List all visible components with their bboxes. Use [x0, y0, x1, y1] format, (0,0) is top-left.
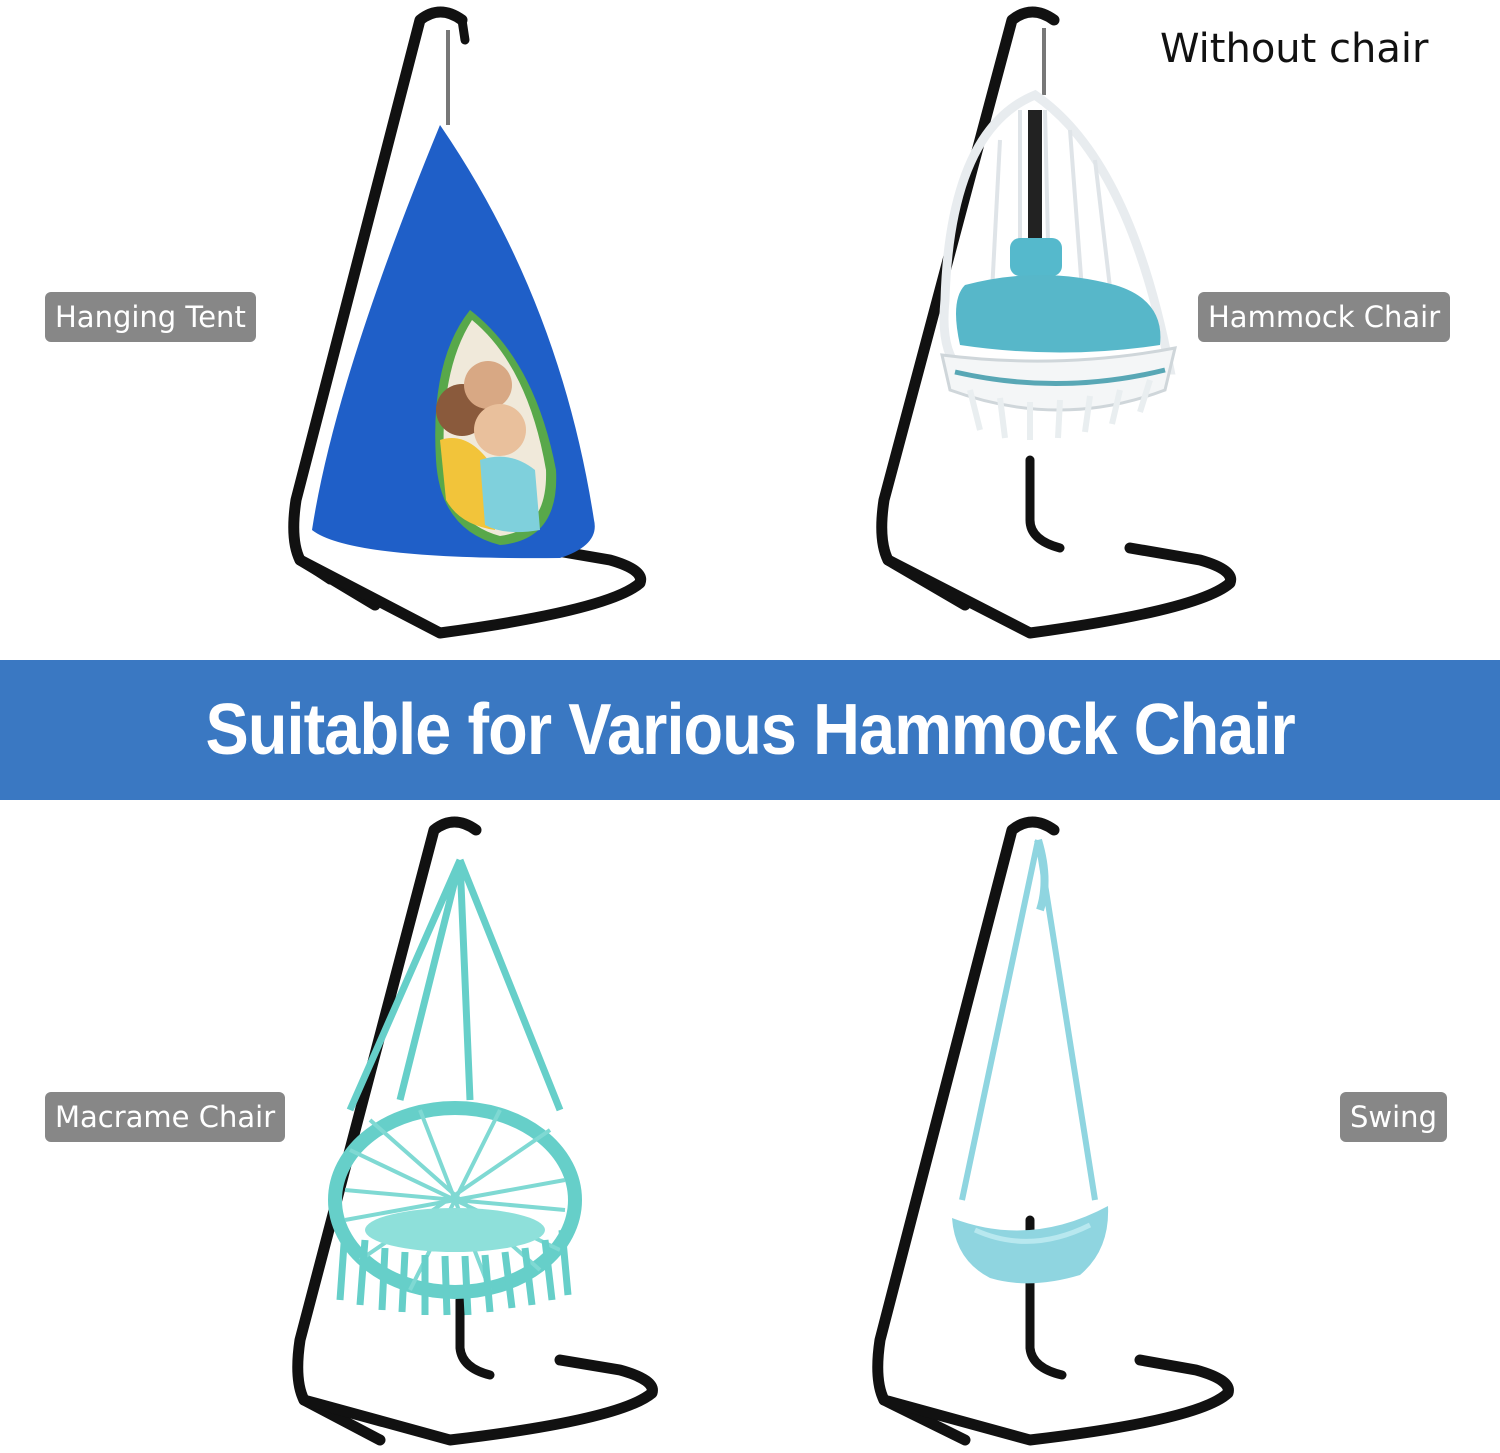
top-panel: Hanging Tent Hammock Chair Without chair [0, 0, 1500, 660]
label-swing: Swing [1340, 1092, 1447, 1142]
bottom-panel: Macrame Chair Swing [0, 800, 1500, 1453]
hammock-chair-stand [876, 6, 1237, 639]
bottom-illustrations [292, 816, 1234, 1446]
banner-title: Suitable for Various Hammock Chair [205, 690, 1295, 770]
egg-hammock-chair [939, 89, 1177, 440]
label-macrame-chair: Macrame Chair [45, 1092, 286, 1142]
label-hammock-chair: Hammock Chair [1198, 292, 1451, 342]
macrame-chair [328, 858, 582, 1316]
hanging-tent [312, 125, 595, 559]
hanging-tent-stand [288, 6, 647, 639]
without-chair-note: Without chair [1160, 26, 1429, 72]
swing-seat [952, 838, 1109, 1284]
label-hanging-tent: Hanging Tent [45, 292, 256, 342]
top-illustrations [288, 6, 1237, 639]
macrame-chair-stand [292, 816, 658, 1446]
banner: Suitable for Various Hammock Chair [0, 660, 1500, 800]
swing-stand [872, 816, 1234, 1446]
